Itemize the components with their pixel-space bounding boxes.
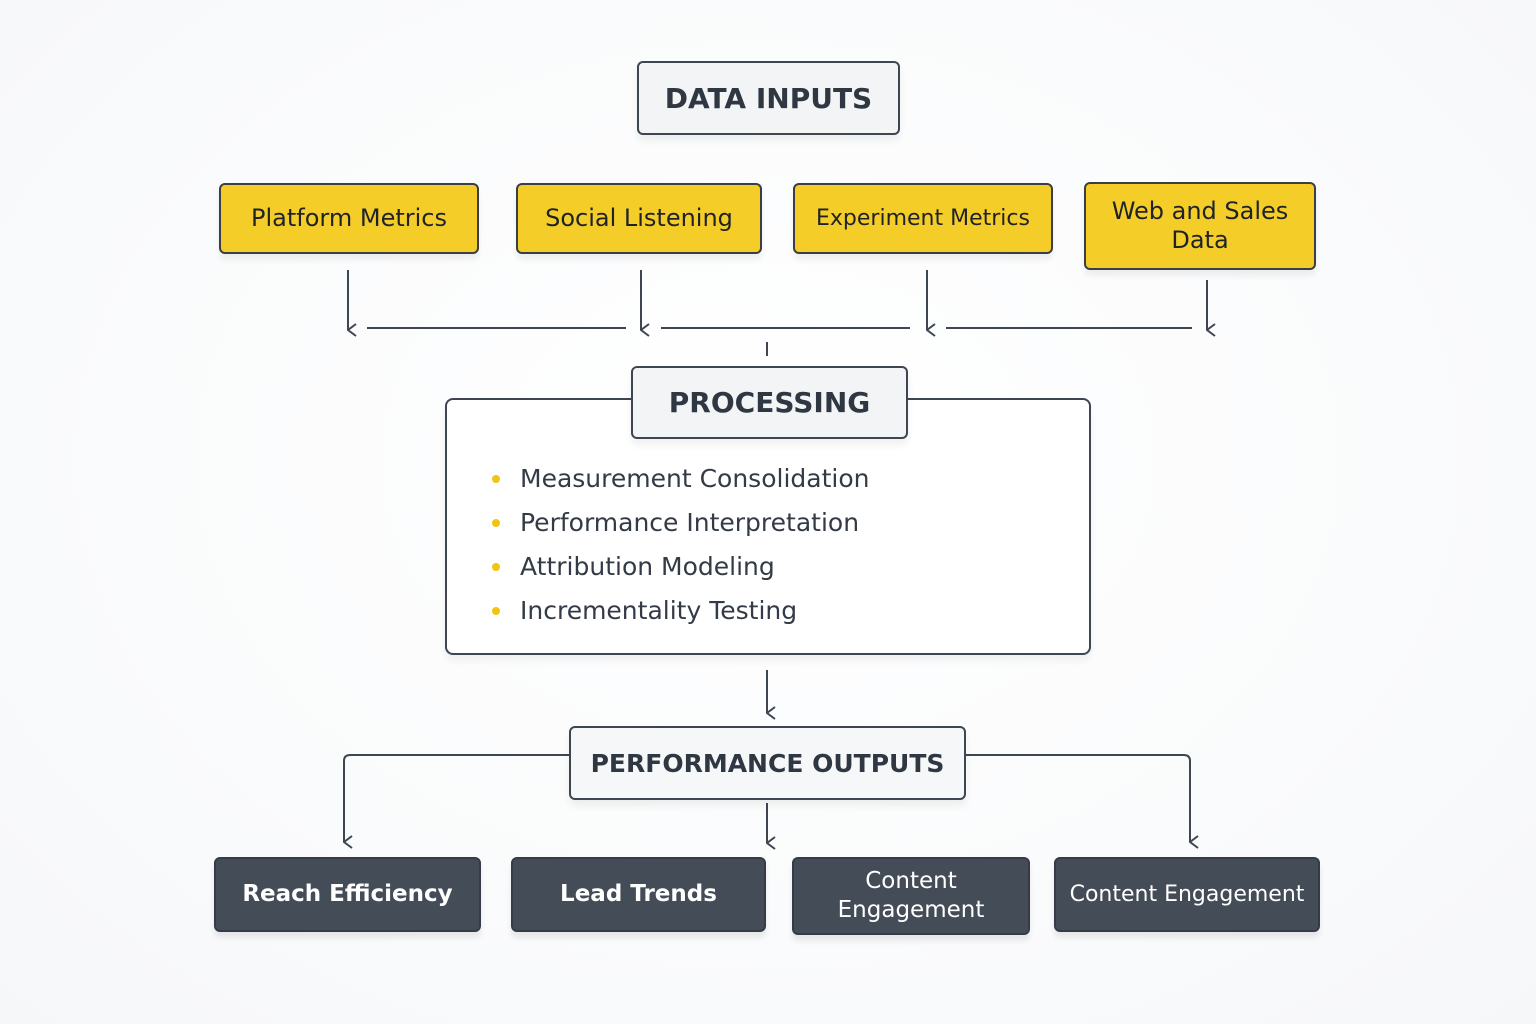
bullet-dot	[492, 475, 500, 483]
processing-item-label: Attribution Modeling	[520, 552, 775, 581]
output-label: Lead Trends	[560, 881, 717, 907]
processing-item: Attribution Modeling	[492, 548, 869, 592]
data-inputs-header: DATA INPUTS	[637, 61, 900, 135]
bullet-dot	[492, 519, 500, 527]
processing-item-label: Incrementality Testing	[520, 596, 798, 625]
output-label: Content Engagement	[837, 868, 985, 923]
input-label: Platform Metrics	[251, 204, 447, 232]
processing-item-label: Measurement Consolidation	[520, 464, 870, 493]
output-content-engagement-1: Content Engagement	[792, 857, 1030, 935]
processing-list: Measurement Consolidation Performance In…	[492, 460, 869, 636]
processing-item: Performance Interpretation	[492, 504, 869, 548]
input-label: Social Listening	[545, 204, 733, 232]
processing-panel: Measurement Consolidation Performance In…	[445, 398, 1091, 655]
input-label: Web and Sales Data	[1111, 197, 1289, 254]
output-reach-efficiency: Reach Efficiency	[214, 857, 481, 932]
output-label: Content Engagement	[1069, 882, 1305, 907]
input-social-listening: Social Listening	[516, 183, 762, 254]
output-content-engagement-2: Content Engagement	[1054, 857, 1320, 932]
input-label: Experiment Metrics	[816, 206, 1030, 231]
processing-title: PROCESSING	[668, 386, 871, 419]
bullet-dot	[492, 563, 500, 571]
processing-item: Incrementality Testing	[492, 592, 869, 636]
output-label: Reach Efficiency	[242, 881, 453, 907]
branch-left	[343, 754, 570, 842]
input-web-sales-data: Web and Sales Data	[1084, 182, 1316, 270]
performance-outputs-header: PERFORMANCE OUTPUTS	[569, 726, 966, 800]
input-experiment-metrics: Experiment Metrics	[793, 183, 1053, 254]
processing-header: PROCESSING	[631, 366, 908, 439]
branch-right	[965, 754, 1190, 842]
data-inputs-title: DATA INPUTS	[664, 81, 873, 115]
input-platform-metrics: Platform Metrics	[219, 183, 479, 254]
processing-item-label: Performance Interpretation	[520, 508, 860, 537]
output-lead-trends: Lead Trends	[511, 857, 766, 932]
bullet-dot	[492, 607, 500, 615]
processing-item: Measurement Consolidation	[492, 460, 869, 504]
performance-outputs-title: PERFORMANCE OUTPUTS	[590, 748, 945, 778]
